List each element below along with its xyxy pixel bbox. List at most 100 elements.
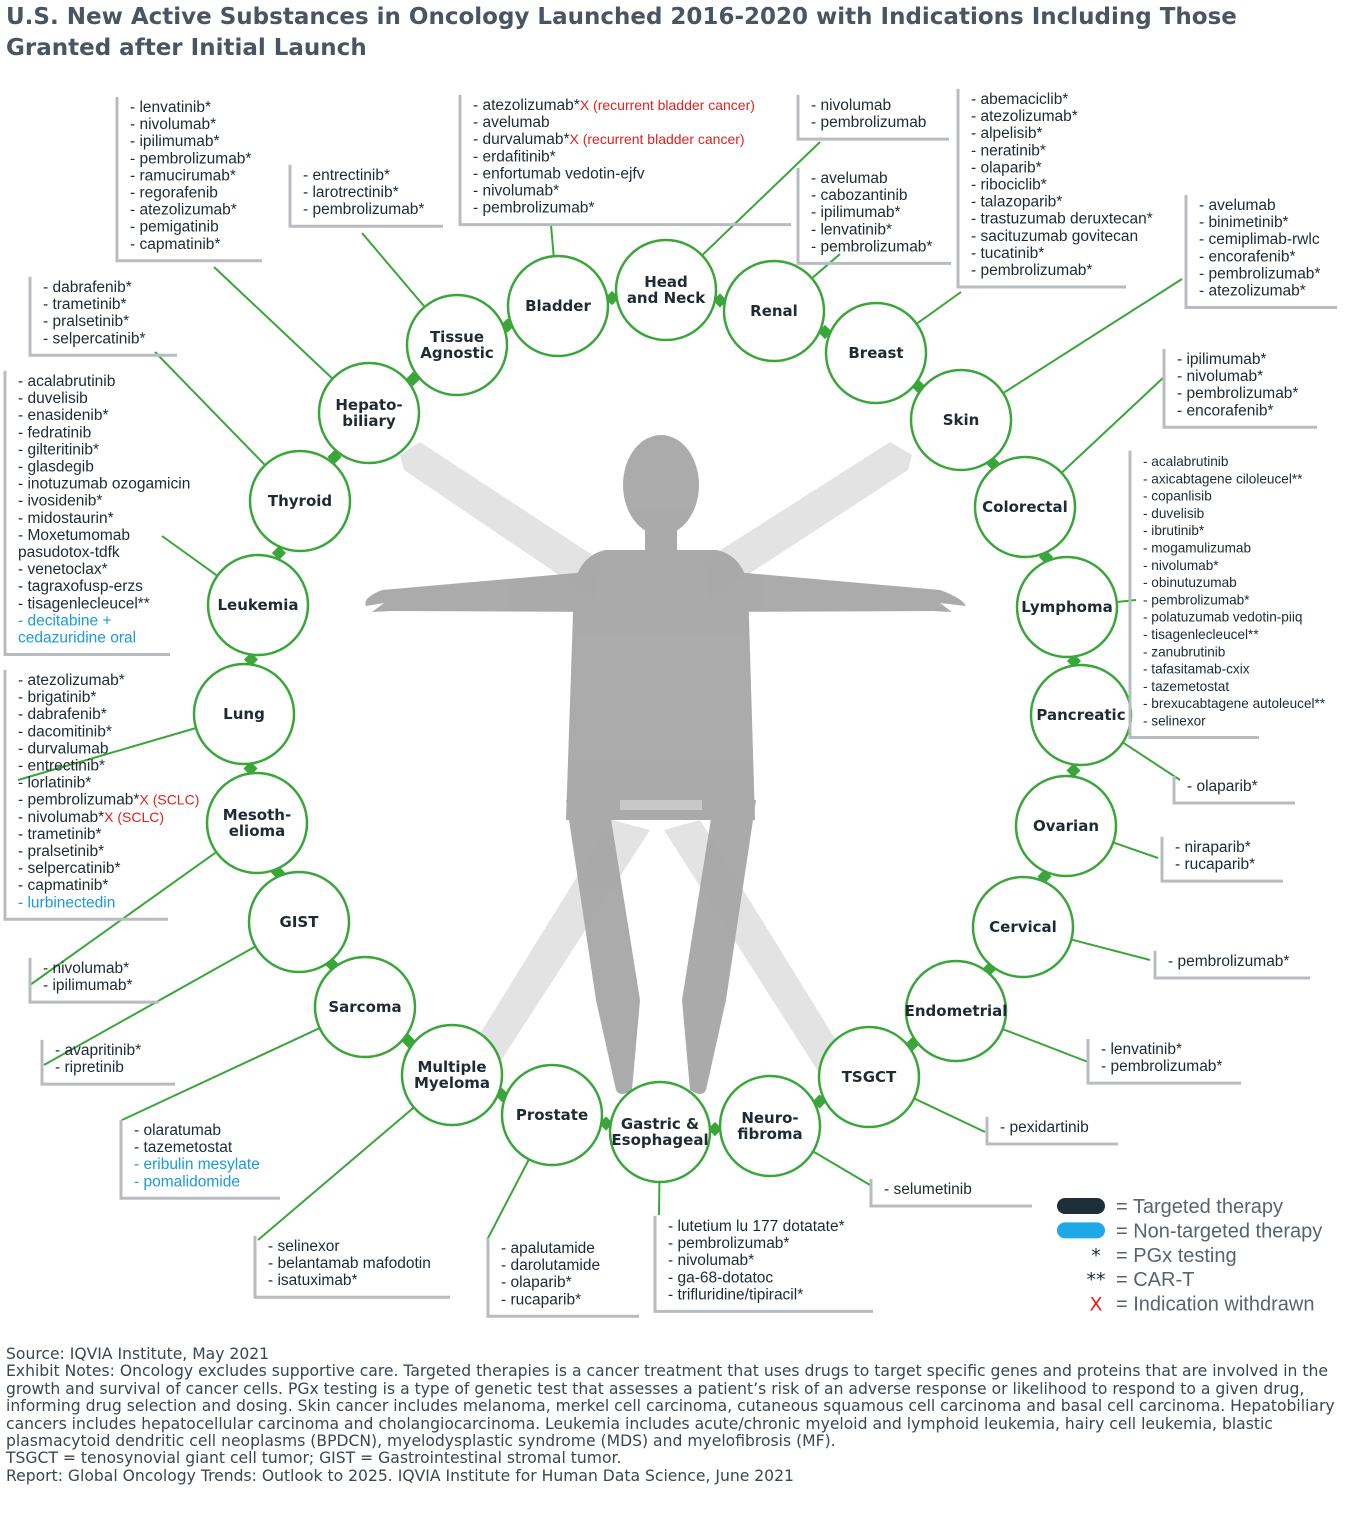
cancer-circle: [608, 1080, 712, 1184]
cancer-node-gist: GIST: [247, 870, 351, 974]
drug-item: - copanlisib: [1143, 489, 1212, 504]
drug-item: - alpelisib*: [971, 125, 1043, 142]
cancer-circle: [205, 771, 309, 875]
cancer-label: Gastric &: [621, 1115, 699, 1133]
drug-item: - duvelisib: [1143, 506, 1204, 521]
cancer-label: Colorectal: [982, 498, 1068, 516]
drug-item: - tagraxofusp-erzs: [18, 578, 143, 595]
drug-item: - pemigatinib: [130, 219, 219, 236]
drug-item: - Moxetumomab: [18, 527, 130, 544]
legend-swatch: [1057, 1198, 1105, 1214]
cancer-circle: [506, 254, 610, 358]
drug-item: - polatuzumab vedotin-piiq: [1143, 610, 1302, 625]
cancer-label: Endometrial: [905, 1002, 1008, 1020]
drug-item: - nivolumab*: [668, 1252, 754, 1269]
human-figure: [365, 435, 966, 1094]
drug-item: - lenvatinib*: [130, 99, 211, 116]
leader-line-headneck: [701, 141, 821, 257]
drug-item: - olaratumab: [134, 1122, 221, 1139]
leader-line-hepato: [213, 266, 334, 380]
cancer-circle: [1015, 555, 1119, 659]
cancer-label: Tissue: [430, 328, 484, 346]
drug-item: - avelumab: [811, 170, 888, 187]
drug-item: - selumetinib: [884, 1181, 972, 1198]
drug-list-gastric: - lutetium lu 177 dotatate*- pembrolizum…: [653, 1215, 873, 1313]
withdrawn-note: X (recurrent bladder cancer): [580, 97, 755, 113]
drug-list-lymphoma: - acalabrutinib- axicabtagene ciloleucel…: [1128, 450, 1326, 739]
legend-item: X= Indication withdrawn: [1089, 1294, 1314, 1316]
drug-item: - nivolumab*: [1177, 368, 1263, 385]
drug-list-border: [869, 1178, 1032, 1208]
drug-item: - pembrolizumab*: [473, 200, 594, 217]
cancer-circle: [971, 875, 1075, 979]
drug-item: - lutetium lu 177 dotatate*: [668, 1218, 845, 1235]
drug-item: - niraparib*: [1175, 839, 1251, 856]
legend-symbol: X: [1089, 1294, 1102, 1316]
legend-item: = Non-targeted therapy: [1057, 1220, 1322, 1242]
cancer-circle: [718, 1074, 822, 1178]
cancer-circle: [206, 553, 310, 657]
drug-list-border: [40, 1039, 175, 1086]
leader-lines: [17, 141, 1183, 1241]
drug-list-neuro: - selumetinib: [869, 1178, 1032, 1208]
drug-list-gist: - avapritinib*- ripretinib: [40, 1039, 175, 1086]
cancer-circle: [405, 293, 509, 397]
drug-lists: - lenvatinib*- nivolumab*- ipilimumab*- …: [3, 88, 1337, 1318]
leader-line-myeloma: [257, 1106, 415, 1241]
drug-item: - trifluridine/tipiracil*: [668, 1286, 803, 1303]
leader-line-prostate: [486, 1158, 530, 1241]
leader-line-gist: [43, 945, 256, 1066]
legend-symbol: *: [1091, 1245, 1101, 1267]
drug-item: - neratinib*: [971, 142, 1046, 159]
drug-item: - tafasitamab-cxix: [1143, 662, 1250, 677]
drug-item: - olaparib*: [1187, 778, 1258, 795]
drug-list-tissue: - entrectinib*- larotrectinib*- pembroli…: [288, 164, 443, 228]
drug-item: - ipilimumab*: [811, 204, 901, 221]
drug-item: - pembrolizumab*: [811, 238, 932, 255]
cancer-label: Ovarian: [1033, 817, 1099, 835]
drug-item: - dabrafenib*: [43, 279, 132, 296]
drug-item: - nivolumab*X (SCLC): [18, 809, 164, 826]
leader-line-leukemia: [161, 535, 218, 577]
drug-item: - nivolumab*: [130, 116, 216, 133]
drug-item: - selpercatinib*: [18, 860, 121, 877]
drug-item: - pembrolizumab*: [303, 201, 424, 218]
drug-item: - nivolumab: [811, 97, 891, 114]
drug-item: - apalutamide: [501, 1240, 595, 1257]
leader-line-breast: [916, 291, 962, 325]
drug-list-prostate: - apalutamide- darolutamide- olaparib*- …: [486, 1237, 639, 1318]
drug-list-pancreatic: - olaparib*: [1172, 775, 1295, 805]
cancer-circle: [317, 361, 421, 465]
drug-item: - lenvatinib*: [811, 221, 892, 238]
drug-list-leukemia: - acalabrutinib- duvelisib- enasidenib*-…: [3, 370, 190, 656]
drug-item: - pembrolizumab*: [1143, 592, 1250, 607]
cancer-label: Renal: [750, 302, 798, 320]
exhibit-notes: Exhibit Notes: Oncology excludes support…: [6, 1362, 1335, 1451]
drug-list-tsgct: - pexidartinib: [985, 1116, 1118, 1146]
drug-item: - acalabrutinib: [18, 373, 115, 390]
drug-item: - obinutuzumab: [1143, 575, 1237, 590]
drug-list-border: [956, 88, 1126, 289]
cancer-label: Skin: [943, 411, 980, 429]
cancer-label: Myeloma: [414, 1074, 490, 1092]
cancer-node-colorectal: Colorectal: [973, 455, 1077, 559]
drug-list-border: [1184, 194, 1337, 309]
drug-list-thyroid: - dabrafenib*- trametinib*- pralsetinib*…: [28, 276, 177, 357]
cancer-circle: [247, 870, 351, 974]
cancer-label: fibroma: [737, 1125, 802, 1143]
drug-item: - cemiplimab-rwlc: [1199, 231, 1320, 248]
leader-line-colorectal: [1060, 376, 1165, 474]
drug-item: - rucaparib*: [501, 1291, 581, 1308]
drug-list-border: [288, 164, 443, 228]
drug-item: - nivolumab*: [1143, 558, 1219, 573]
drug-list-ovarian: - niraparib*- rucaparib*: [1160, 836, 1283, 883]
drug-item: - entrectinib*: [303, 167, 390, 184]
drug-item: - pembrolizumab: [811, 114, 926, 131]
drug-item: - trametinib*: [43, 296, 127, 313]
drug-list-cervical: - pembrolizumab*: [1153, 950, 1310, 980]
ring-joint: [1066, 763, 1081, 778]
cancer-node-gastric: Gastric &Esophageal: [608, 1080, 712, 1184]
drug-item: - abemaciclib*: [971, 91, 1068, 108]
